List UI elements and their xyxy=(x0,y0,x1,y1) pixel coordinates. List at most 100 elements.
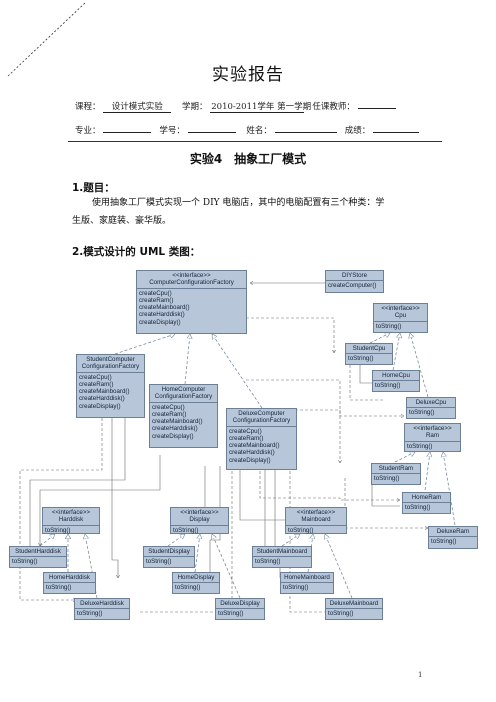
class-name: Harddisk xyxy=(58,516,84,524)
uml-class-diy-store: DIYStore createComputer() xyxy=(325,270,384,293)
section2-heading: 2.模式设计的 UML 类图： xyxy=(72,246,201,258)
course-value: 设计模式实验 xyxy=(103,100,172,113)
uml-class-student-display: StudentDisplay toString() xyxy=(143,546,195,568)
class-name: HomeHarddisk xyxy=(49,574,90,581)
stereotype: <<interface>> xyxy=(180,509,219,516)
uml-interface-harddisk: <<interface>> Harddisk toString() xyxy=(42,507,100,534)
operation: toString() xyxy=(255,558,281,566)
term-value: 2010-2011学年 第一学期 xyxy=(210,102,312,113)
class-name: DeluxeMainboard xyxy=(329,600,379,607)
operation: createHarddisk() xyxy=(139,311,185,319)
class-name: StudentComputer xyxy=(86,356,135,363)
meta-line-1: 课程： 设计模式实验 学期： 2010-2011学年 第一学期 任课教师： xyxy=(75,100,396,113)
operation: createMainboard() xyxy=(79,388,130,396)
uml-class-student-cpu: StudentCpu toString() xyxy=(345,343,393,365)
term-label: 学期： xyxy=(182,102,208,112)
uml-interface-display: <<interface>> Display toString() xyxy=(170,507,229,534)
class-name: HomeComputer xyxy=(161,386,206,393)
uml-class-home-mainboard: HomeMainboard toString() xyxy=(280,572,334,594)
operation: createComputer() xyxy=(328,282,377,290)
grade-value xyxy=(372,132,419,133)
operation: createCpu() xyxy=(79,373,112,381)
operation: toString() xyxy=(46,584,72,592)
operation: createMainboard() xyxy=(139,304,190,312)
teacher-label: 任课教师： xyxy=(312,102,355,112)
operation: createCpu() xyxy=(139,289,172,297)
operation: toString() xyxy=(12,558,38,566)
operation: toString() xyxy=(173,526,199,534)
class-name: Cpu xyxy=(394,312,407,320)
teacher-value xyxy=(357,108,396,109)
operation: createHarddisk() xyxy=(152,425,198,433)
class-name: HomeMainboard xyxy=(284,574,330,581)
class-name: DIYStore xyxy=(341,272,368,279)
uml-class-deluxe-cpu: DeluxeCpu toString() xyxy=(406,397,456,419)
operation: toString() xyxy=(288,526,314,534)
class-name: HomeDisplay xyxy=(177,574,215,581)
class-name: ConfigurationFactory xyxy=(154,393,213,401)
report-title: 实验报告 xyxy=(212,65,284,85)
operation: createHarddisk() xyxy=(229,449,275,457)
uml-class-student-harddisk: StudentHarddisk toString() xyxy=(9,546,67,568)
operation: createHarddisk() xyxy=(79,395,125,403)
operation: toString() xyxy=(376,322,402,330)
operation: createMainboard() xyxy=(229,442,280,450)
uml-class-deluxe-display: DeluxeDisplay toString() xyxy=(215,598,265,620)
class-name: StudentHarddisk xyxy=(15,548,61,555)
class-name: ConfigurationFactory xyxy=(81,363,140,371)
operation: toString() xyxy=(375,382,401,390)
uml-class-student-computer-factory: StudentComputer ConfigurationFactory cre… xyxy=(76,354,145,418)
uml-class-home-ram: HomeRam toString() xyxy=(402,492,451,514)
uml-class-home-harddisk: HomeHarddisk toString() xyxy=(43,572,96,594)
header-rule xyxy=(68,141,442,142)
class-name: ConfigurationFactory xyxy=(232,417,291,425)
class-name: StudentRam xyxy=(378,465,414,472)
class-name: ComputerConfigurationFactory xyxy=(149,279,234,287)
operation: createDisplay() xyxy=(152,432,194,440)
major-label: 专业： xyxy=(75,126,101,136)
meta-line-2: 专业： 学号： 姓名： 成绩： xyxy=(75,124,419,136)
major-value xyxy=(103,132,152,133)
stereotype: <<interface>> xyxy=(172,272,211,279)
operation: createMainboard() xyxy=(152,418,203,426)
uml-class-computer-configuration-factory: <<interface>> ComputerConfigurationFacto… xyxy=(136,270,247,334)
name-value xyxy=(274,132,337,133)
class-name: StudentDisplay xyxy=(148,548,190,555)
operation: toString() xyxy=(77,610,103,618)
operation: createRam() xyxy=(229,434,264,442)
stereotype: <<interface>> xyxy=(381,305,420,312)
operation: createDisplay() xyxy=(229,456,271,464)
operation: toString() xyxy=(283,584,309,592)
course-label: 课程： xyxy=(75,102,101,112)
operation: toString() xyxy=(175,584,201,592)
operation: toString() xyxy=(407,442,433,450)
fold-mark xyxy=(7,1,87,77)
uml-interface-ram: <<interface>> Ram toString() xyxy=(404,423,461,452)
class-name: DeluxeRam xyxy=(436,528,470,535)
page-number: 1 xyxy=(418,671,423,679)
class-name: Ram xyxy=(425,432,440,440)
operation: createRam() xyxy=(79,380,114,388)
operation: createCpu() xyxy=(229,427,262,435)
class-name: HomeCpu xyxy=(382,372,410,379)
class-name: DeluxeComputer xyxy=(238,410,285,417)
operation: createRam() xyxy=(139,296,174,304)
class-name: Mainboard xyxy=(301,516,331,524)
stereotype: <<interface>> xyxy=(51,509,91,516)
stereotype: <<interface>> xyxy=(296,509,336,516)
student-id-value xyxy=(187,132,236,133)
class-name: DeluxeCpu xyxy=(415,399,447,406)
uml-class-deluxe-computer-factory: DeluxeComputer ConfigurationFactory crea… xyxy=(226,408,297,470)
operation: createRam() xyxy=(152,410,187,418)
operation: createDisplay() xyxy=(79,402,121,410)
class-name: HomeRam xyxy=(411,494,442,501)
operation: toString() xyxy=(146,558,172,566)
operation: toString() xyxy=(409,409,435,417)
uml-class-home-cpu: HomeCpu toString() xyxy=(372,370,420,392)
section1-text-line1: 使用抽象工厂模式实现一个 DIY 电脑店，其中的电脑配置有三个种类：学 xyxy=(92,198,385,208)
operation: createDisplay() xyxy=(139,318,181,326)
operation: toString() xyxy=(45,526,71,534)
class-name: StudentMainboard xyxy=(256,548,308,555)
class-name: DeluxeHarddisk xyxy=(80,600,124,607)
